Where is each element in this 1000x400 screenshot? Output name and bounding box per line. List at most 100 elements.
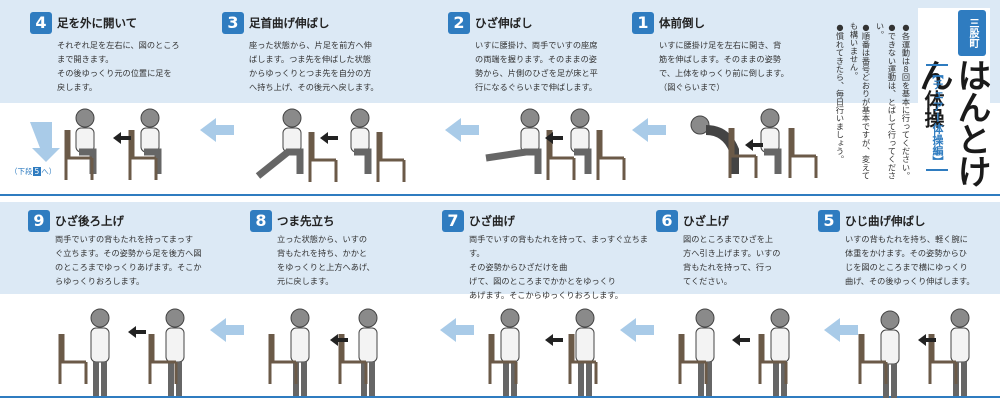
step-4: 4 足を外に開いて それぞれ足を左右に、図のところまで開きます。その後ゆっくり元の… bbox=[30, 12, 210, 192]
step6-person-b-body bbox=[770, 327, 790, 363]
step-description: 図のところまでひざを上方へ引き上げます。いすの背もたれを持って、行ってください。 bbox=[683, 234, 781, 286]
step7-person-b-head bbox=[575, 308, 595, 328]
step-title: 足首曲げ伸ばし bbox=[249, 16, 330, 30]
step9-person-b-body bbox=[165, 327, 185, 363]
step1-next-arrow bbox=[632, 118, 666, 142]
step7-person-b-legs bbox=[578, 362, 592, 396]
note-4: ●慣れてきたら、毎日行いましょう。 bbox=[835, 22, 845, 164]
step-1: 1 体前倒し いすに腰掛け足を左右に開き、背筋を伸ばします。そのままの姿勢で、上体… bbox=[632, 12, 822, 192]
step4-person-a-body bbox=[75, 127, 95, 153]
step2-person-b-head bbox=[570, 108, 590, 128]
step5-person-a-head bbox=[880, 310, 900, 330]
step5-next-arrow bbox=[824, 318, 858, 342]
step3-person-b-legs bbox=[354, 148, 372, 174]
step2-person-a-head bbox=[520, 108, 540, 128]
step4-person-b-legs bbox=[144, 148, 162, 174]
step9-person-b-head bbox=[165, 308, 185, 328]
step4-person-b-head bbox=[140, 108, 160, 128]
step8-person-b-head bbox=[358, 308, 378, 328]
step8-next-arrow bbox=[210, 318, 244, 342]
step7-person-a-body bbox=[500, 327, 520, 363]
step-title: 足を外に開いて bbox=[57, 16, 138, 30]
step-description: それぞれ足を左右に、図のところまで開きます。その後ゆっくり元の位置に足を戻します… bbox=[57, 40, 180, 92]
brand-title: はんとけん体操 bbox=[913, 58, 991, 188]
divider-top bbox=[0, 194, 1000, 196]
step5-person-b-body bbox=[950, 327, 970, 363]
step-number: 5 bbox=[818, 210, 840, 232]
step6-person-a-body bbox=[695, 327, 715, 363]
step3-person-a-legs bbox=[286, 148, 304, 174]
step-title: ひざ伸ばし bbox=[475, 16, 533, 30]
step-number: 3 bbox=[222, 12, 244, 34]
step7-next-arrow bbox=[440, 318, 474, 342]
step-2: 2 ひざ伸ばし いすに腰掛け、両手でいすの座席の両端を握ります。そのままの姿勢から… bbox=[448, 12, 628, 192]
notes: ●各運動は８回を基本に行ってください。 ●できない運動は、とばして行ってください… bbox=[830, 22, 912, 188]
top-band bbox=[0, 0, 1000, 103]
step4-move-arrow bbox=[113, 132, 131, 144]
step4-person-b-body bbox=[140, 127, 160, 153]
step-description: 立った状態から、いすの背もたれを持ち、かかとをゆっくりと上方へあげ、元に戻します… bbox=[277, 234, 375, 286]
brand-subtitle: 【チェアー体操編】 bbox=[926, 64, 948, 171]
step9-person-a-legs bbox=[93, 362, 107, 396]
step2-person-b-body bbox=[570, 127, 590, 153]
note-2: ●できない運動は、とばして行ってください。 bbox=[875, 22, 897, 180]
step-number: 4 bbox=[30, 12, 52, 34]
step6-person-a-head bbox=[695, 308, 715, 328]
step4-person-a-head bbox=[75, 108, 95, 128]
step8-person-a-body bbox=[290, 327, 310, 363]
brand-block: 三股町 はんとけん体操 【チェアー体操編】 bbox=[913, 8, 991, 188]
step7-person-a-legs bbox=[503, 362, 517, 396]
step6-person-b-legs bbox=[773, 362, 787, 396]
step1-person-b-legs bbox=[764, 148, 782, 174]
step7-move-arrow bbox=[545, 334, 563, 346]
step3-move-arrow bbox=[320, 132, 338, 144]
step-number: 6 bbox=[656, 210, 678, 232]
step5-move-arrow bbox=[918, 334, 936, 346]
step6-person-a-legs bbox=[698, 362, 712, 396]
step9-person-b-legs bbox=[168, 362, 182, 396]
note-1: ●各運動は８回を基本に行ってください。 bbox=[901, 22, 911, 180]
step-3: 3 足首曲げ伸ばし 座った状態から、片足を前方へ伸ばします。つま先を伸ばした状態か… bbox=[222, 12, 422, 192]
step-5: 5 ひじ曲げ伸ばし いすの背もたれを持ち、軽く腕に体重をかけます。その姿勢からひじ… bbox=[818, 210, 998, 394]
step-description: 座った状態から、片足を前方へ伸ばします。つま先を伸ばした状態からゆっくりとつま先… bbox=[249, 40, 379, 92]
step8-move-arrow bbox=[330, 334, 348, 346]
step3-person-a-body bbox=[282, 127, 302, 153]
step7-person-a-head bbox=[500, 308, 520, 328]
step-number: 7 bbox=[442, 210, 464, 232]
step-number: 1 bbox=[632, 12, 654, 34]
step9-person-a-head bbox=[90, 308, 110, 328]
step-title: 体前倒し bbox=[659, 16, 705, 30]
step3-person-a-head bbox=[282, 108, 302, 128]
step-number: 8 bbox=[250, 210, 272, 232]
step1-person-b-body bbox=[760, 127, 780, 153]
step8-person-a-head bbox=[290, 308, 310, 328]
step6-move-arrow bbox=[732, 334, 750, 346]
step6-next-arrow bbox=[620, 318, 654, 342]
side-panel: ●各運動は８回を基本に行ってください。 ●できない運動は、とばして行ってください… bbox=[830, 8, 992, 188]
to-lower-section-arrow bbox=[30, 122, 60, 162]
step2-person-a-body bbox=[520, 127, 540, 153]
step8-person-b-body bbox=[358, 327, 378, 363]
step2-extended-leg bbox=[485, 148, 527, 162]
step1-person-a-head bbox=[690, 115, 710, 135]
step6-person-b-head bbox=[770, 308, 790, 328]
step8-person-b-legs bbox=[361, 362, 375, 396]
step-description: いすに腰掛け、両手でいすの座席の両端を握ります。そのままの姿勢から、片側のひざを… bbox=[475, 40, 598, 92]
step-title: ひじ曲げ伸ばし bbox=[845, 214, 926, 228]
step-number: 2 bbox=[448, 12, 470, 34]
step-description: いすに腰掛け足を左右に開き、背筋を伸ばします。そのままの姿勢で、上体をゆっくり前… bbox=[659, 40, 789, 92]
brand-title-suffix: 体操 bbox=[921, 90, 945, 126]
step3-person-b-body bbox=[350, 127, 370, 153]
step9-person-a-body bbox=[90, 327, 110, 363]
note-3: ●順番は番号どおりが基本ですが、変えても構いません。 bbox=[849, 22, 871, 180]
step2-move-arrow bbox=[545, 132, 563, 144]
step-description: いすの背もたれを持ち、軽く腕に体重をかけます。その姿勢からひじを図のところまで横… bbox=[845, 234, 975, 286]
step-description: 両手でいすの背もたれを持ってまっすぐ立ちます。その姿勢から足を後方へ図のところま… bbox=[55, 234, 202, 286]
step2-next-arrow bbox=[445, 118, 479, 142]
step1-move-arrow bbox=[745, 139, 763, 151]
